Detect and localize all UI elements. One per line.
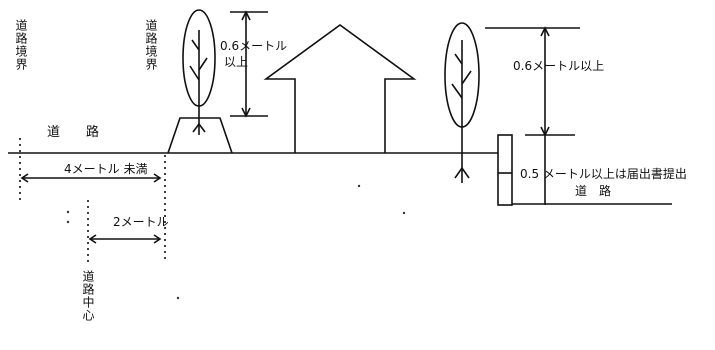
house-outline: [263, 24, 417, 153]
notice-05-label: 0.5 メートル以上は届出書提出: [520, 167, 687, 181]
planter-box: [167, 117, 233, 154]
height-right-label: 0.6メートル以上: [513, 59, 605, 73]
height-left-label-2: 以上: [224, 55, 249, 69]
width-under-4m-label: 4メートル 未満: [64, 162, 148, 176]
road-boundary-right-label: 道路境界: [144, 19, 158, 71]
half-2m-label: 2メートル: [113, 215, 169, 229]
road-boundary-left-label: 道路境界: [14, 19, 28, 71]
fence: [497, 134, 513, 206]
road-right-label: 道 路: [575, 184, 612, 198]
left-tree-canopy: [182, 9, 216, 107]
road-center-label: 道路中心: [81, 270, 95, 322]
height-left-label-1: 0.6メートル: [220, 39, 288, 53]
road-left-label: 道 路: [47, 125, 100, 140]
